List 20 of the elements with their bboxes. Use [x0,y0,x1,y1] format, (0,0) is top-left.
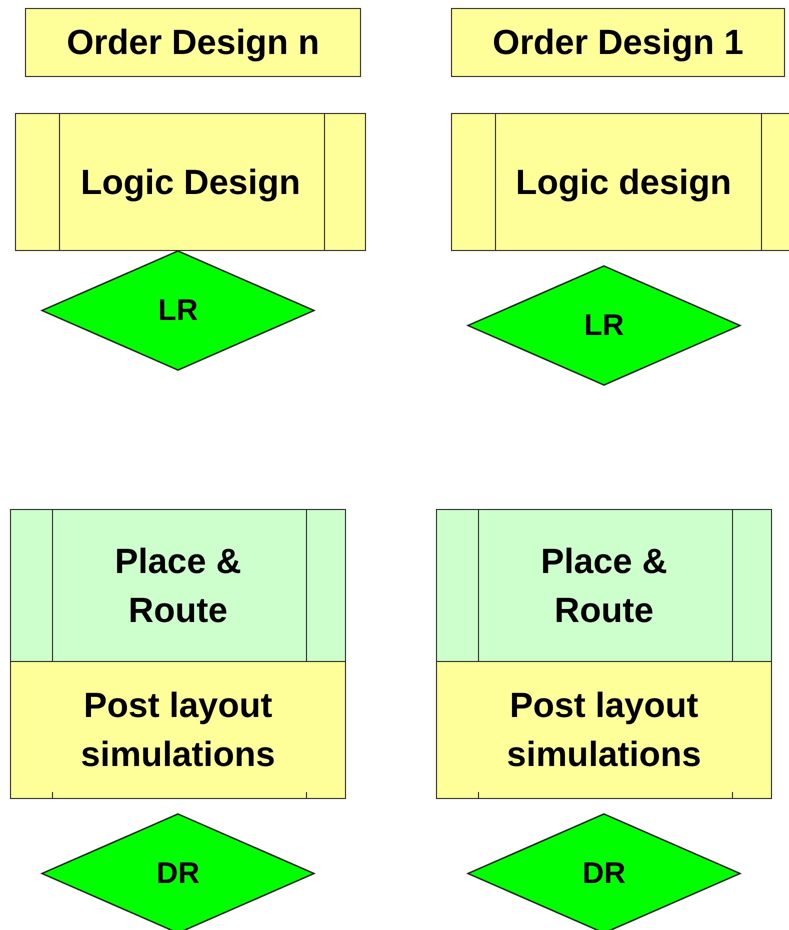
node-label: Place & Route [114,540,242,632]
node-label: LR [158,292,198,328]
process-box [25,8,361,77]
node-label: Order Design n [66,22,320,64]
node-label: LR [584,308,624,344]
predefined-process-box [436,509,772,662]
node-label: Place & Route [540,540,668,632]
process-box [436,661,772,799]
node-label: DR [582,856,626,892]
process-box [10,661,346,799]
node-label: Post layout simulations [80,685,276,776]
node-label: Post layout simulations [506,685,702,776]
predefined-process-box [15,113,366,251]
node-label: Logic Design [80,162,300,204]
node-label: Order Design 1 [492,22,744,64]
predefined-process-box [10,509,346,662]
node-label: DR [156,856,200,892]
node-label: Logic design [516,162,732,204]
process-box [451,8,785,77]
predefined-process-box [451,113,789,251]
